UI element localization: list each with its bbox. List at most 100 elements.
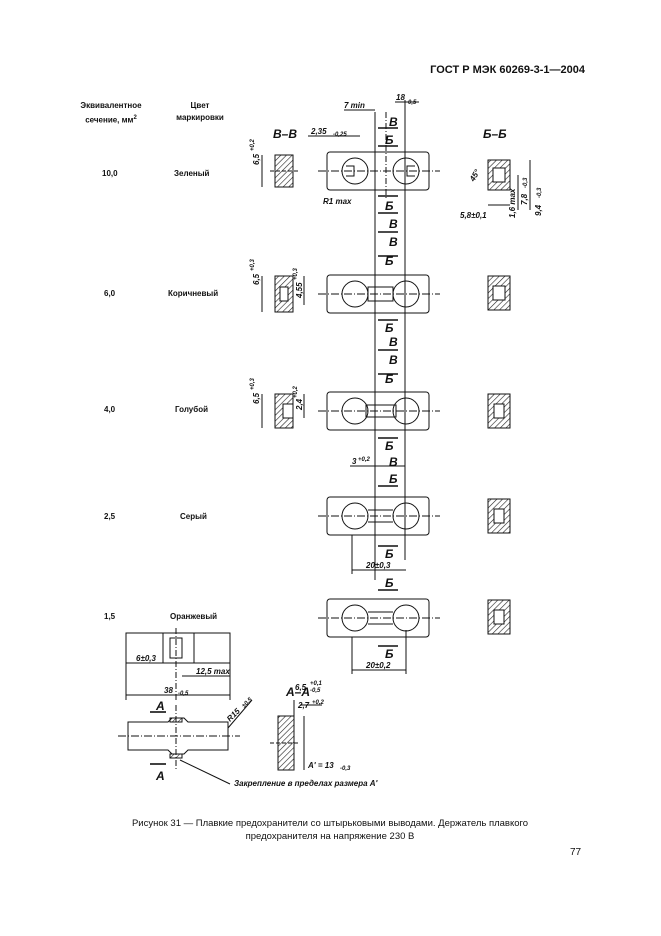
- dim-235: 2,35: [310, 127, 327, 136]
- holder-bottom-contact: [169, 753, 183, 759]
- label-v-6: В: [389, 455, 398, 469]
- contact-circle-3b: [392, 397, 420, 425]
- dim-38-tol: -0,5: [178, 691, 189, 697]
- contact-circle-1b: [392, 157, 420, 185]
- dim-13: A' = 13: [307, 761, 334, 770]
- dim-455: 4,55: [295, 282, 304, 299]
- dim-78: 7,8: [520, 193, 529, 205]
- label-b-5: Б: [385, 372, 394, 386]
- leader-r15: [227, 699, 253, 729]
- leader-note: [179, 759, 231, 785]
- dim-27: 2,7: [297, 701, 310, 710]
- dim-r15-tol: ±0,5: [241, 696, 254, 709]
- contact-circle-4a: [341, 502, 369, 530]
- contact-circle-5a: [341, 604, 369, 632]
- document-header: ГОСТ Р МЭК 60269-3-1—2004: [430, 64, 585, 76]
- row-section-3: 4,0: [104, 405, 116, 414]
- dim-65-2-tol: +0,3: [250, 258, 256, 271]
- label-b-1: Б: [385, 133, 394, 147]
- label-b-9: Б: [385, 576, 394, 590]
- section-vv-cavity-3: [282, 403, 294, 419]
- label-b-3: Б: [385, 254, 394, 268]
- contact-circle-4b: [392, 502, 420, 530]
- label-b-4: Б: [385, 321, 394, 335]
- label-b-10: Б: [385, 647, 394, 661]
- section-bb-cavity-4: [493, 508, 505, 524]
- section-bb-cavity: [492, 167, 506, 183]
- dim-13-tol: -0,3: [340, 766, 351, 772]
- bridge-2: [367, 286, 394, 302]
- dim-3: 3: [352, 457, 357, 466]
- dim-65-2: 6,5: [252, 273, 261, 285]
- column-header-section-line1: Эквивалентное: [80, 101, 142, 110]
- holder-top-view: [125, 632, 231, 664]
- page-number: 77: [570, 847, 582, 858]
- contact-circle-3a: [341, 397, 369, 425]
- dim-455-tol: +0,3: [293, 267, 299, 280]
- row-section-5: 1,5: [104, 612, 116, 621]
- row-color-2: Коричневый: [168, 289, 219, 298]
- figure-caption-line2: предохранителя на напряжение 230 В: [245, 831, 415, 842]
- label-v-5: В: [389, 353, 398, 367]
- dim-65-4: 6,5: [295, 683, 307, 692]
- label-section-bb: Б–Б: [483, 127, 507, 141]
- dim-125: 12,5 max: [196, 667, 230, 676]
- figure-caption-line1: Рисунок 31 — Плавкие предохранители со ш…: [131, 818, 529, 829]
- figure-caption: Рисунок 31 — Плавкие предохранители со ш…: [80, 817, 580, 843]
- label-b-7: Б: [389, 472, 398, 486]
- contact-circle-1a: [341, 157, 369, 185]
- column-header-color: Цвет маркировки: [160, 100, 240, 124]
- label-b-2: Б: [385, 199, 394, 213]
- label-section-vv: В–В: [273, 127, 297, 141]
- label-a-top: А: [155, 699, 165, 713]
- dim-94-tol: -0,3: [537, 187, 543, 198]
- label-v-4: В: [389, 335, 398, 349]
- row-section-2: 6,0: [104, 289, 116, 298]
- dim-94: 9,4: [534, 204, 543, 216]
- row-color-5: Оранжевый: [170, 612, 218, 621]
- label-v-1: В: [389, 115, 398, 129]
- dim-20a: 20±0,3: [365, 561, 391, 570]
- dim-18: 18: [396, 93, 405, 102]
- label-v-2: В: [389, 217, 398, 231]
- dim-r15: R15: [225, 706, 242, 723]
- dim-r1: R1 max: [323, 197, 352, 206]
- dim-16: 1,6 max: [508, 188, 517, 218]
- dim-65-3: 6,5: [252, 392, 261, 404]
- dim-7: 7 min: [344, 101, 365, 110]
- dim-24-tol: +0,2: [293, 385, 299, 398]
- label-b-8: Б: [385, 547, 394, 561]
- dim-235-tol: -0,25: [333, 132, 347, 138]
- dim-18-tol: -0,5: [406, 100, 417, 106]
- dim-65-3-tol: +0,3: [250, 377, 256, 390]
- row-color-3: Голубой: [175, 405, 208, 414]
- dim-note: Закрепление в пределах размера А': [234, 779, 379, 788]
- dim-78-tol: -0,3: [523, 177, 529, 188]
- dim-3-tol: +0,2: [358, 457, 371, 463]
- label-a-bottom: А: [155, 769, 165, 783]
- section-bb-cavity-3: [493, 403, 505, 419]
- dim-65-1: 6,5: [252, 153, 261, 165]
- column-header-color-line2: маркировки: [176, 113, 224, 122]
- row-section-1: 10,0: [102, 169, 118, 178]
- section-bb-cavity-5: [493, 609, 505, 625]
- column-header-section-line2: сечение, мм2: [85, 115, 137, 125]
- label-b-6: Б: [385, 439, 394, 453]
- label-section-aa: А–А: [285, 685, 310, 699]
- contact-slots-1: [346, 165, 415, 177]
- section-bb-cavity-2: [492, 285, 506, 301]
- dim-24: 2,4: [295, 398, 304, 411]
- column-header-section: Эквивалентное сечение, мм2: [66, 100, 156, 127]
- holder-top-contact: [169, 717, 183, 723]
- dim-38: 38: [164, 686, 173, 695]
- dim-45deg: 45°: [467, 167, 482, 184]
- label-v-3: В: [389, 235, 398, 249]
- row-section-4: 2,5: [104, 512, 116, 521]
- dim-27-tol: +0,2: [312, 700, 325, 706]
- dim-58: 5,8±0,1: [460, 211, 487, 220]
- bridge-3: [365, 404, 397, 418]
- dim-65-4-tol2: -0,5: [310, 688, 321, 694]
- dim-65-1-tol: +0,2: [250, 138, 256, 151]
- section-vv-cavity-2: [279, 286, 289, 302]
